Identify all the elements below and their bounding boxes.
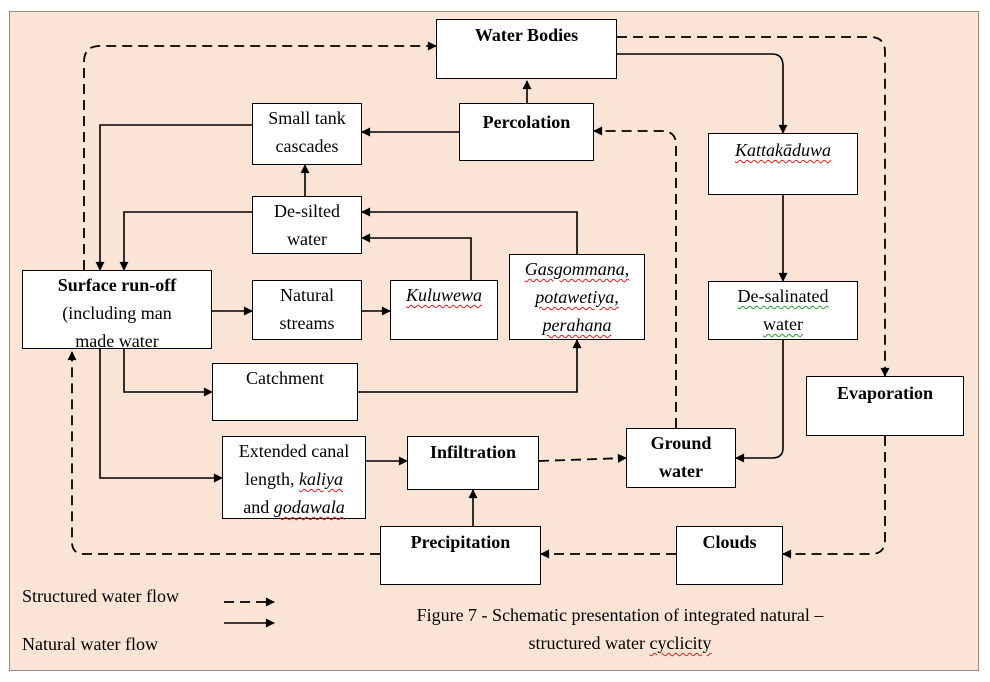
node-catchment-label: Catchment [246,368,324,388]
node-surface-line3: made water [75,331,159,351]
node-gas-line1: Gasgommana, [524,259,630,279]
node-percolation: Percolation [459,103,594,161]
caption-line2-prefix: structured water [528,633,650,653]
node-extended-line3-prefix: and [243,497,274,517]
node-desilted-water: De-silted water [252,196,362,254]
node-kuluwewa: Kuluwewa [390,280,498,340]
arrow-kuluwewa-to-desilted [361,233,472,280]
node-kattakaduwa-label: Kattakāduwa [734,140,831,160]
node-water-bodies-label: Water Bodies [474,25,579,45]
arrow-infiltration-to-ground-water [538,453,627,463]
node-small-tank-line2: cascades [275,136,339,156]
caption-line1: Figure 7 - Schematic presentation of int… [416,605,824,625]
node-natural-line2: streams [279,313,335,333]
node-ground-line2: water [659,461,703,481]
node-extended-godawala: godawala [273,497,345,517]
node-surface-line1: Surface run-off [57,275,177,295]
node-gasgommana: Gasgommana, potawetiya, perahana [509,254,645,340]
node-small-tank-cascades: Small tank cascades [252,103,362,165]
node-kuluwewa-label: Kuluwewa [405,285,482,305]
arrow-surface-to-catchment [123,349,213,397]
node-extended-canal: Extended canal length, kaliya and godawa… [222,436,366,519]
node-surface-line2: (including man [62,303,172,323]
arrow-evaporation-to-clouds [782,436,886,559]
arrow-precipitation-to-surface [67,351,380,555]
node-extended-kaliya: kaliya [299,469,343,489]
node-water-bodies: Water Bodies [436,19,617,79]
arrow-water-bodies-to-evaporation [617,36,890,377]
node-precipitation-label: Precipitation [410,532,511,552]
node-surface-runoff: Surface run-off (including man made wate… [22,270,212,351]
arrow-surface-to-extended-canal [99,349,223,483]
legend-structured-label: Structured water flow [22,586,179,606]
arrow-water-bodies-to-kattakaduwa [617,53,788,134]
node-desilted-line1: De-silted [274,201,340,221]
node-infiltration-label: Infiltration [429,442,516,462]
node-precipitation: Precipitation [380,526,541,585]
node-gas-line3: perahana [542,315,612,335]
node-catchment: Catchment [212,363,358,421]
node-natural-streams: Natural streams [252,280,362,340]
node-desalinated-line1: De-salinated [737,286,829,306]
node-percolation-label: Percolation [482,112,571,132]
node-extended-line1: Extended canal [238,441,350,461]
arrow-surface-to-water-bodies [83,41,437,270]
node-small-tank-line1: Small tank [268,108,346,128]
caption-line2-cyclicity: cyclicity [649,633,712,653]
node-evaporation: Evaporation [806,376,964,436]
node-clouds: Clouds [676,526,783,585]
node-extended-line2-prefix: length, [245,469,299,489]
node-evaporation-label: Evaporation [836,383,933,403]
arrow-catchment-to-gas [358,339,582,393]
node-desilted-line2: water [287,229,327,249]
node-desalinated-water: De-salinated water [708,281,858,340]
node-ground-line1: Ground [650,433,712,453]
arrow-small-tank-to-surface [95,124,252,271]
node-desalinated-line2: water [763,314,803,334]
arrow-desalinated-to-ground-water [735,340,784,463]
node-clouds-label: Clouds [702,532,757,552]
node-infiltration: Infiltration [407,436,539,490]
figure-caption: Figure 7 - Schematic presentation of int… [340,601,900,657]
arrow-ground-water-to-percolation [593,126,677,428]
legend-natural-label: Natural water flow [22,634,158,654]
node-gas-line2: potawetiya, [535,287,619,307]
arrow-gas-to-desilted [361,207,578,257]
arrow-desilted-to-surface [119,211,252,271]
node-natural-line1: Natural [280,285,334,305]
node-ground-water: Ground water [626,428,736,488]
node-kattakaduwa: Kattakāduwa [708,133,858,195]
